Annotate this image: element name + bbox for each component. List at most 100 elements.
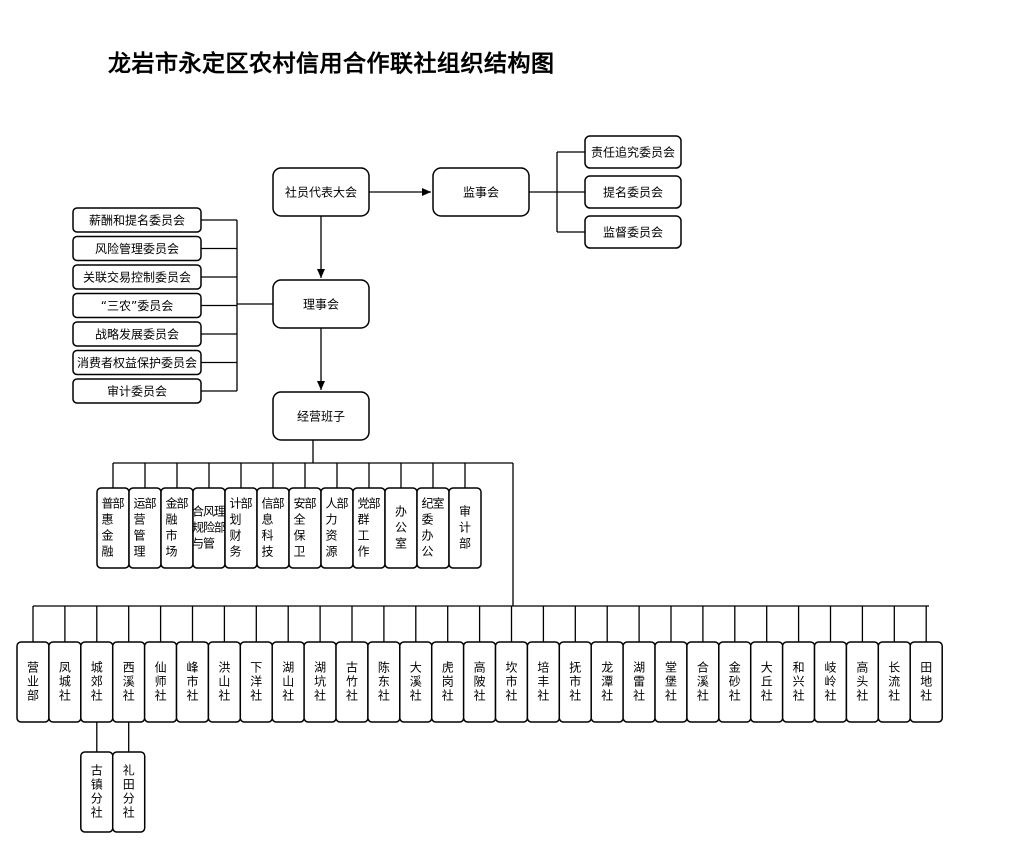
board-committee-7-label: 审计委员会 [107,384,167,399]
department-7-label: 安全保卫部 [293,496,316,559]
department-4: 合规与风险管理部 [192,487,226,569]
board-committee-4: “三农”委员会 [72,292,202,319]
board-box: 理事会 [272,279,370,329]
branch-7: 洪山社 [207,641,242,723]
department-4-label: 合规与风险管理部 [192,504,226,551]
supervisory-committee-1: 责任追究委员会 [584,135,682,169]
supervisory-committee-3: 监督委员会 [584,215,682,249]
department-5: 计划财务部 [224,487,258,569]
sub-branch-4-1: 礼田分社 [111,751,146,833]
board-committee-3: 关联交易控制委员会 [72,264,202,290]
branch-19: 龙潭社 [590,641,624,723]
branch-8: 下洋社 [239,641,274,723]
branch-11: 古竹社 [335,641,369,723]
department-11-label: 纪委办公室 [421,496,444,559]
branch-29-label: 田地社 [920,661,932,703]
supervisory-committee-3-label: 监督委员会 [603,225,663,240]
department-8: 人力资源部 [320,487,354,569]
branch-9-label: 湖山社 [282,660,294,703]
branch-12-label: 陈东社 [378,660,390,703]
branch-15-label: 高陂社 [474,660,486,703]
branch-2: 凤城社 [48,641,82,723]
department-8-label: 人力资源部 [325,496,348,559]
branch-17-label: 培丰社 [537,660,549,703]
department-11: 纪委办公室 [416,487,450,569]
board-committee-6: 消费者权益保护委员会 [72,349,202,376]
department-2: 运营管理部 [128,487,162,569]
department-9-label: 党群工作部 [357,496,380,559]
department-1-label: 普惠金融部 [101,496,124,559]
department-12: 审计部 [448,487,482,569]
management-box-label: 经营班子 [297,410,345,424]
branch-13-label: 大溪社 [410,661,422,703]
board-committee-7: 审计委员会 [72,378,202,404]
branch-28-label: 长流社 [888,661,900,703]
board-committee-1: 薪酬和提名委员会 [72,207,202,233]
supervisory-board-box: 监事会 [432,167,530,217]
board-box-label: 理事会 [303,298,339,312]
branch-3-label: 城郊社 [91,661,103,703]
branch-9: 湖山社 [271,641,305,723]
branch-2-label: 凤城社 [59,661,71,703]
sub-branch-3-1-label: 古镇分社 [91,763,103,820]
board-committee-2: 风险管理委员会 [72,235,202,262]
branch-13: 大溪社 [399,641,433,723]
department-5-label: 计划财务部 [229,496,252,559]
assembly-box: 社员代表大会 [272,167,370,217]
branch-26: 岐岭社 [813,641,848,723]
department-3-label: 金融市场部 [165,496,188,559]
board-committee-5-label: 战略发展委员会 [95,327,179,342]
branch-5-label: 仙师社 [155,661,167,703]
branch-5: 仙师社 [143,641,178,723]
branch-1: 营业部 [16,641,50,723]
board-committee-1-label: 薪酬和提名委员会 [89,213,185,228]
supervisory-committee-2: 提名委员会 [584,175,682,209]
sub-branch-3-1: 古镇分社 [80,751,114,833]
branch-25-label: 和兴社 [793,661,805,703]
branch-6: 峰市社 [175,641,210,723]
department-9: 党群工作部 [352,487,386,569]
sub-branch-4-1-label: 礼田分社 [123,763,135,820]
board-committee-2-label: 风险管理委员会 [95,241,179,256]
assembly-box-label: 社员代表大会 [285,185,357,200]
branch-23-label: 金砂社 [729,660,741,703]
branch-18: 抚市社 [558,641,593,723]
branch-26-label: 岐岭社 [824,661,836,703]
board-committee-5: 战略发展委员会 [72,321,202,347]
branch-21: 堂堡社 [654,641,688,723]
branch-11-label: 古竹社 [346,660,358,703]
branch-20-label: 湖雷社 [633,660,645,703]
supervisory-board-box-label: 监事会 [463,186,499,200]
branch-16-label: 坎市社 [505,661,517,703]
chart-title: 龙岩市永定区农村信用合作联社组织结构图 [108,51,555,77]
branch-27: 高头社 [845,641,880,723]
branch-16: 坎市社 [494,641,529,723]
branch-20: 湖雷社 [622,641,656,723]
department-3: 金融市场部 [160,487,194,569]
branch-21-label: 堂堡社 [665,661,677,703]
department-6: 信息科技部 [256,487,290,569]
branch-7-label: 洪山社 [218,661,230,703]
branch-24-label: 大丘社 [761,661,773,703]
board-committee-6-label: 消费者权益保护委员会 [77,356,197,370]
branch-6-label: 峰市社 [186,661,198,703]
branch-1-label: 营业部 [27,661,39,703]
branch-8-label: 下洋社 [250,661,262,703]
department-1: 普惠金融部 [96,487,130,569]
department-10-label: 办公室 [395,504,407,551]
branch-10: 湖坑社 [303,641,337,723]
branch-15: 高陂社 [462,641,497,723]
branch-19-label: 龙潭社 [601,661,613,703]
department-2-label: 运营管理部 [133,496,156,559]
department-7: 安全保卫部 [288,487,322,569]
supervisory-committee-2-label: 提名委员会 [603,185,663,200]
branch-17: 培丰社 [526,641,561,723]
branch-25: 和兴社 [781,641,816,723]
department-10: 办公室 [384,487,418,569]
department-12-label: 审计部 [459,504,471,551]
branch-10-label: 湖坑社 [314,660,326,703]
branch-22: 合溪社 [686,641,720,723]
supervisory-committee-1-label: 责任追究委员会 [591,145,675,160]
branch-14: 虎岗社 [430,641,465,723]
